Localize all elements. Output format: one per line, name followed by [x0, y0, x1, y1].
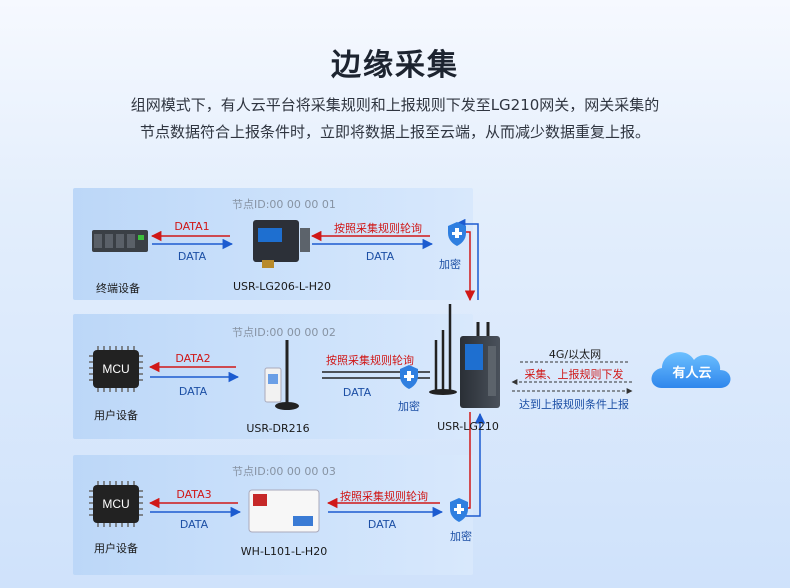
cloud-label: 有人云	[672, 366, 712, 381]
row3-data-up: DATA3	[176, 488, 212, 501]
page-title: 边缘采集	[331, 48, 459, 83]
lg206-device-icon	[253, 220, 310, 268]
link-label: 4G/以太网	[548, 348, 602, 361]
cloud-icon	[651, 352, 731, 388]
node-id-2: 节点ID:00 00 00 02	[232, 326, 336, 339]
description-line-1: 组网模式下，有人云平台将采集规则和上报规则下发至LG210网关，网关采集的	[130, 96, 660, 114]
row1-device-model: USR-LG206-L-H20	[233, 280, 331, 293]
gateway-model: USR-LG210	[437, 420, 499, 433]
row3-data-down: DATA	[179, 518, 209, 531]
mcu-chip-2-icon	[89, 346, 143, 392]
row2-terminal-label: 用户设备	[94, 409, 138, 422]
shield-1-icon	[448, 222, 466, 246]
downlink-label: 采集、上报规则下发	[524, 368, 624, 381]
row1-poll-label: 按照采集规则轮询	[334, 222, 422, 235]
row3-device-model: WH-L101-L-H20	[240, 545, 328, 558]
row1-data-down: DATA	[177, 250, 207, 263]
row2-device-model: USR-DR216	[246, 422, 310, 435]
mcu-chip-3-icon	[89, 481, 143, 527]
uplink-label: 达到上报规则条件上报	[519, 398, 629, 411]
row2-data-up: DATA2	[175, 352, 211, 365]
row2-poll-data: DATA	[342, 386, 372, 399]
row2-poll-label: 按照采集规则轮询	[326, 354, 414, 367]
row1-encrypt-label: 加密	[439, 258, 461, 271]
node-id-1: 节点ID:00 00 00 01	[232, 198, 336, 211]
terminal-device-1-icon	[92, 230, 148, 252]
row3-poll-data: DATA	[367, 518, 397, 531]
dr216-device-icon	[264, 340, 299, 410]
mcu-chip-2-label: MCU	[102, 362, 130, 376]
row3-poll-label: 按照采集规则轮询	[340, 490, 428, 503]
description: 组网模式下，有人云平台将采集规则和上报规则下发至LG210网关，网关采集的 节点…	[0, 92, 790, 146]
row3-encrypt-label: 加密	[450, 530, 472, 543]
shield-3-icon	[450, 498, 468, 522]
row3-terminal-label: 用户设备	[94, 542, 138, 555]
wh-l101-module-icon	[248, 489, 320, 533]
row1-terminal-label: 终端设备	[96, 282, 140, 295]
row1-data-up: DATA1	[174, 220, 210, 233]
lg210-gateway-icon	[429, 304, 500, 408]
shield-2-icon	[400, 365, 418, 389]
node-id-3: 节点ID:00 00 00 03	[232, 465, 336, 478]
mcu-chip-3-label: MCU	[102, 497, 130, 511]
row2-data-down: DATA	[178, 385, 208, 398]
row2-encrypt-label: 加密	[398, 400, 420, 413]
description-line-2: 节点数据符合上报条件时，立即将数据上报至云端，从而减少数据重复上报。	[139, 123, 650, 141]
row1-poll-data: DATA	[365, 250, 395, 263]
